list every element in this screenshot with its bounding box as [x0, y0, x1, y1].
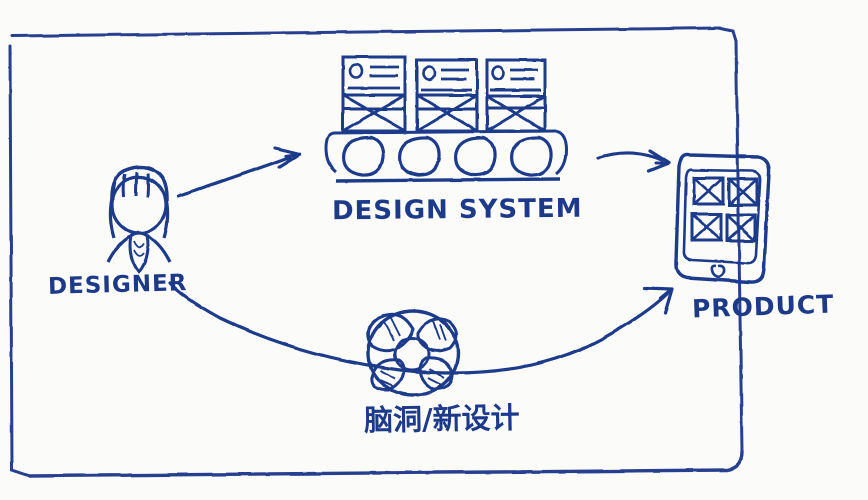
label-design-system: DESIGN SYSTEM	[331, 193, 583, 227]
label-designer: DESIGNER	[47, 270, 188, 300]
paper-frame	[8, 26, 744, 478]
label-idea: 脑洞/新设计	[363, 400, 520, 438]
component-library-tray	[324, 129, 568, 183]
component-card-3	[485, 58, 547, 133]
label-product: PRODUCT	[691, 289, 835, 324]
component-card-1	[341, 55, 407, 133]
arrow-design-system-to-product	[596, 149, 671, 173]
arrow-designer-to-product-via-idea	[168, 281, 674, 375]
mobile-phone-icon	[674, 152, 771, 284]
person-figure-icon	[106, 165, 172, 275]
pinwheel-idea-icon	[366, 309, 460, 397]
arrow-designer-to-design-system	[176, 146, 302, 198]
component-card-2	[415, 58, 479, 133]
